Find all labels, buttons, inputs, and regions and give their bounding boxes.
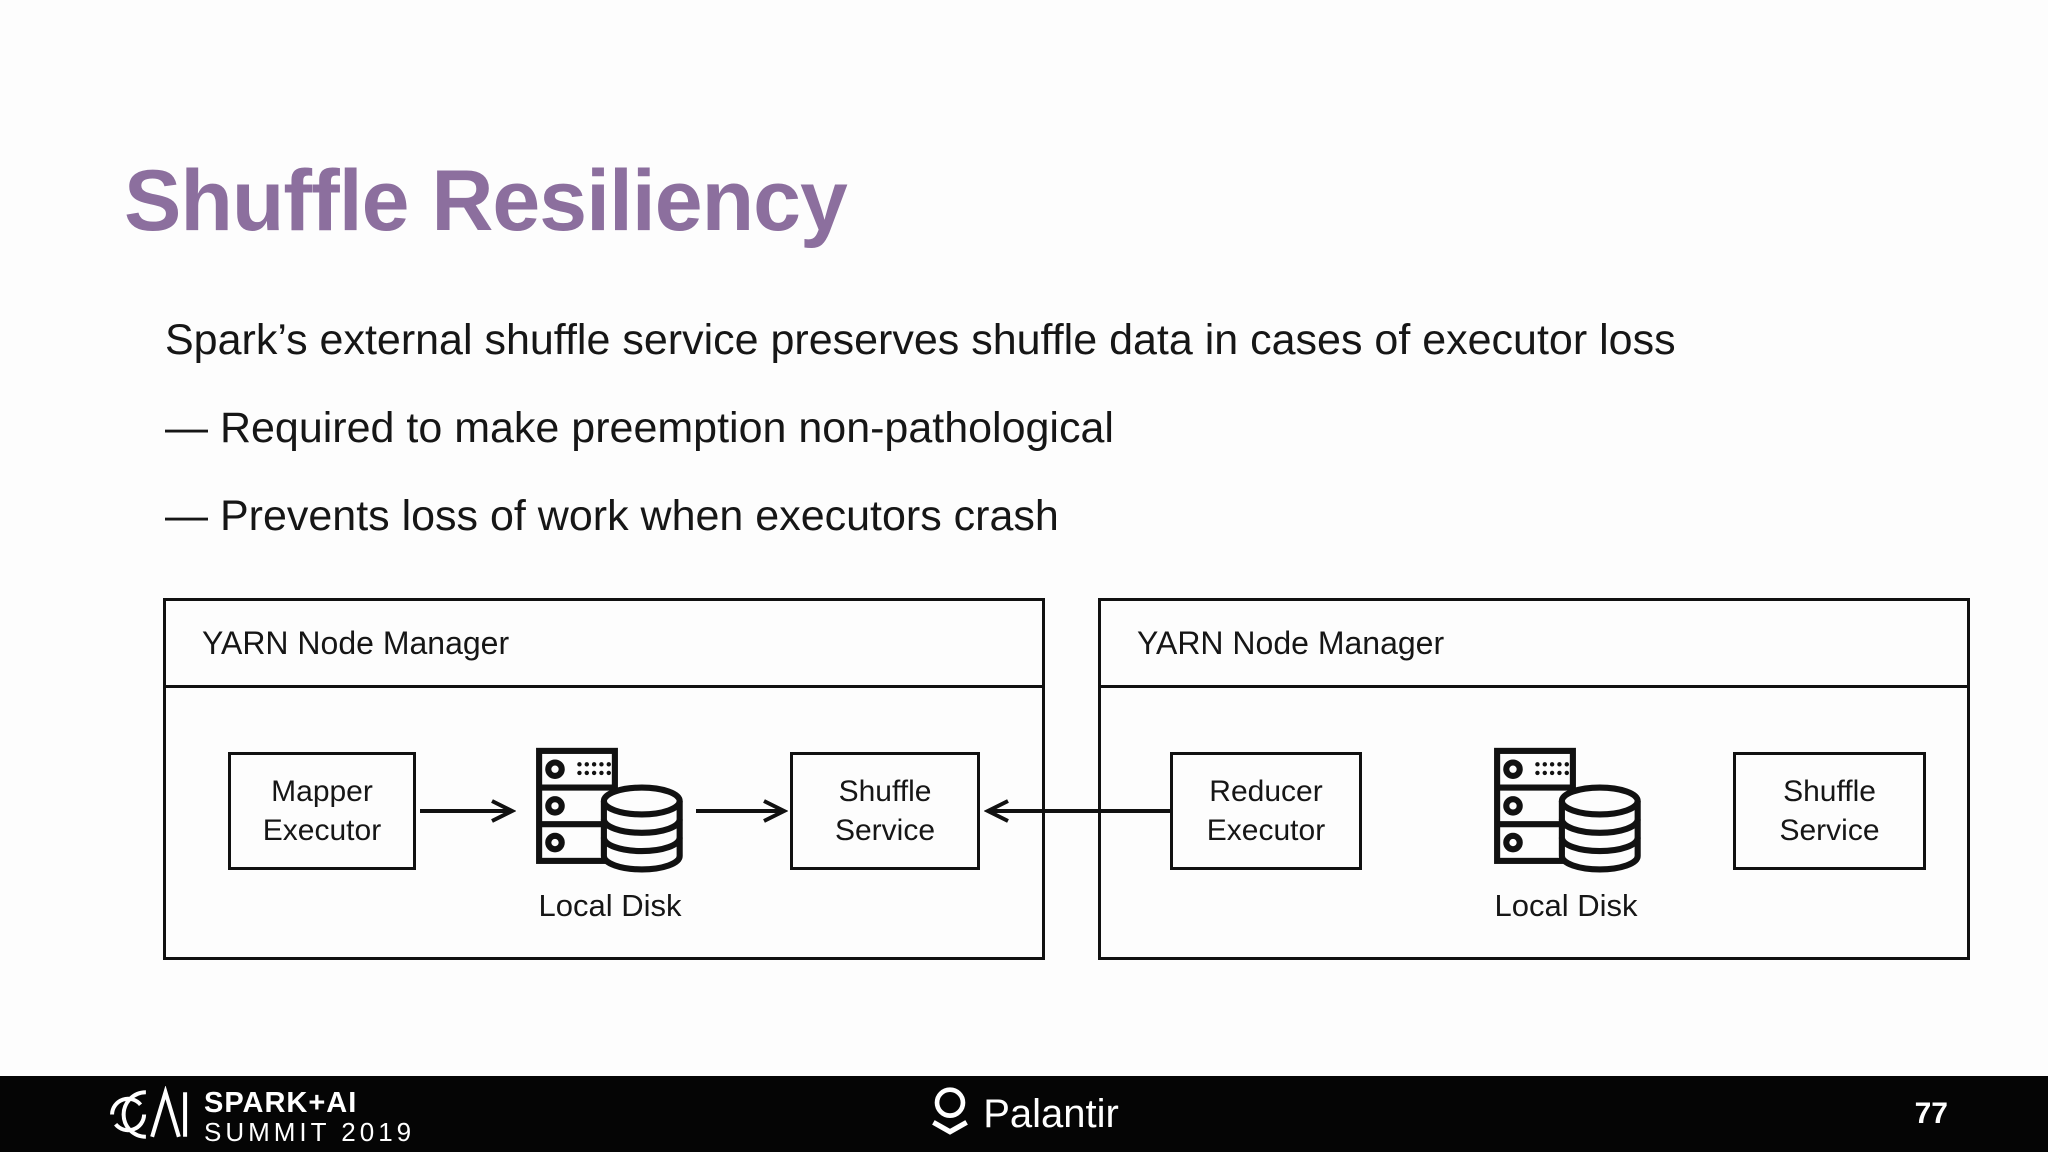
- mapper-executor-box: Mapper Executor: [228, 752, 416, 870]
- palantir-logo-text: Palantir: [983, 1091, 1119, 1136]
- shuffle-service-label: Shuffle Service: [1779, 775, 1880, 847]
- bullet-line: Spark’s external shuffle service preserv…: [165, 316, 1676, 364]
- spark-ai-summit-logo-icon: [100, 1085, 190, 1148]
- spark-ai-summit-logo: SPARK+AI SUMMIT 2019: [100, 1085, 415, 1148]
- yarn-node-manager-left-title: YARN Node Manager: [166, 601, 1042, 688]
- conference-year: SUMMIT 2019: [204, 1117, 416, 1147]
- bullet-line: — Required to make preemption non-pathol…: [165, 404, 1114, 452]
- arrow-disk-to-shuffle: [696, 798, 788, 824]
- page-title: Shuffle Resiliency: [124, 152, 848, 249]
- shuffle-service-label: Shuffle Service: [834, 775, 936, 847]
- mapper-executor-label: Mapper Executor: [262, 775, 382, 847]
- spark-ai-summit-logo-text: SPARK+AI SUMMIT 2019: [204, 1088, 415, 1146]
- shuffle-service-box-left: Shuffle Service: [790, 752, 980, 870]
- yarn-node-manager-right-title: YARN Node Manager: [1101, 601, 1967, 688]
- page-number: 77: [1914, 1097, 1948, 1130]
- bullet-list: Spark’s external shuffle service preserv…: [165, 296, 1925, 560]
- bullet-line: — Prevents loss of work when executors c…: [165, 492, 1059, 540]
- arrow-mapper-to-disk: [420, 798, 516, 824]
- server-disk-icon: [1492, 746, 1644, 878]
- shuffle-service-box-right: Shuffle Service: [1733, 752, 1926, 870]
- palantir-logo: Palantir: [0, 1076, 2048, 1152]
- footer-bar: SPARK+AI SUMMIT 2019 Palantir 77: [0, 1076, 2048, 1152]
- reducer-executor-box: Reducer Executor: [1170, 752, 1362, 870]
- server-disk-icon: [534, 746, 686, 878]
- local-disk-label: Local Disk: [538, 888, 682, 923]
- local-disk-label: Local Disk: [1494, 888, 1638, 923]
- palantir-logo-mark: [929, 1085, 971, 1144]
- reducer-executor-label: Reducer Executor: [1206, 775, 1326, 847]
- conference-name: SPARK+AI: [204, 1087, 358, 1119]
- arrow-reducer-to-shuffle: [984, 798, 1172, 824]
